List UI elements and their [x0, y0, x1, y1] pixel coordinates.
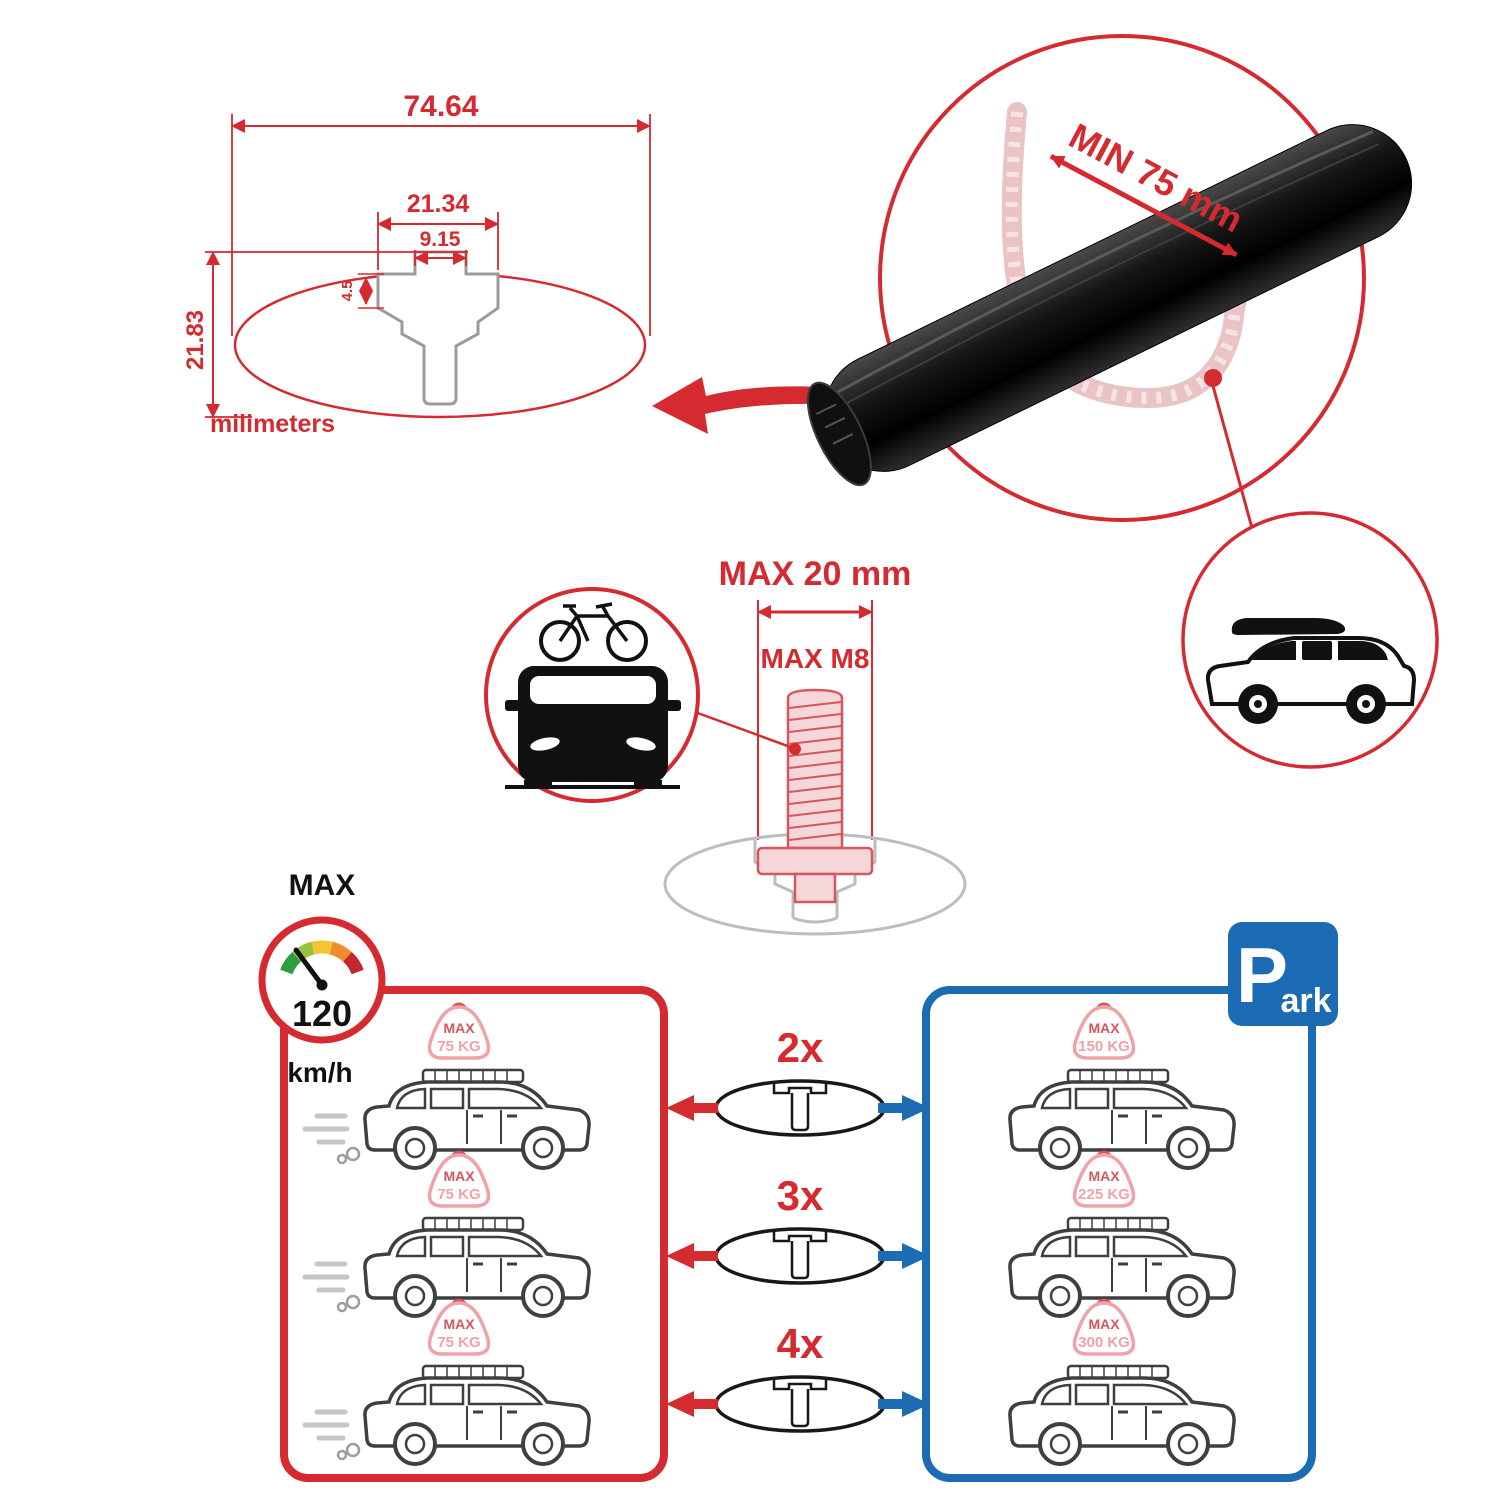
clamp-bolt-dot	[1204, 369, 1222, 387]
speed-limit-gauge: MAX 120 km/h	[258, 869, 386, 1088]
multiplier-row-3: 4x	[666, 1320, 930, 1433]
dim-total-width: 74.64	[403, 90, 478, 123]
arrow-left-red	[666, 1391, 718, 1417]
driving-car-row-3: MAX 75 KG	[305, 1298, 592, 1466]
load-tag-max: MAX	[1088, 1168, 1120, 1184]
crossbar-profile-shape	[376, 250, 500, 406]
gauge-needle	[293, 947, 325, 988]
load-tag-value: 300 KG	[1078, 1334, 1130, 1351]
bike-on-car-illustration	[505, 602, 681, 789]
parking-car-row-3: MAX 300 KG	[1007, 1298, 1237, 1466]
load-tag-value: 225 KG	[1078, 1186, 1130, 1203]
park-sign-letter: P	[1236, 931, 1288, 1019]
arrow-right-blue	[878, 1243, 930, 1269]
dim-slot-outer: 21.34	[407, 190, 470, 218]
multiplier-label: 3x	[777, 1172, 824, 1219]
load-tag-value: 75 KG	[437, 1038, 480, 1055]
unit-label: milimeters	[210, 410, 335, 438]
load-tag-value: 75 KG	[437, 1334, 480, 1351]
speed-limit-title: MAX	[289, 869, 356, 902]
load-tag-max: MAX	[1088, 1020, 1120, 1036]
load-tag-max: MAX	[443, 1316, 475, 1332]
parking-car-row-2: MAX 225 KG	[1007, 1150, 1237, 1318]
speed-limit-unit: km/h	[287, 1057, 352, 1088]
arrow-left-red	[666, 1095, 718, 1121]
arrow-right-blue	[878, 1095, 930, 1121]
driving-panel	[280, 986, 668, 1482]
multiplier-label: 2x	[777, 1024, 824, 1071]
parking-car-row-1: MAX 150 KG	[1007, 1002, 1237, 1170]
crossbar-inset: MIN 75 mm	[806, 34, 1413, 529]
load-tag-value: 75 KG	[437, 1186, 480, 1203]
dim-lip-depth: 4.5	[339, 281, 356, 302]
driving-car-row-2: MAX 75 KG	[305, 1150, 592, 1318]
park-sign-rest: ark	[1280, 982, 1331, 1020]
load-tag-value: 150 KG	[1078, 1038, 1130, 1055]
multiplier-row-2: 3x	[666, 1172, 930, 1285]
max-thread-label: MAX M8	[761, 643, 870, 674]
parking-panel: P ark	[922, 922, 1338, 1482]
load-tag-max: MAX	[443, 1168, 475, 1184]
technical-drawing: 74.64 21.34 9.15 21.83 4.5 milimeters	[182, 90, 862, 438]
load-tag-max: MAX	[443, 1020, 475, 1036]
t-bolt	[756, 688, 874, 904]
cargo-box-car-inset	[1181, 511, 1439, 769]
load-tag-max: MAX	[1088, 1316, 1120, 1332]
roof-box	[1231, 618, 1346, 635]
arrow-right-blue	[878, 1391, 930, 1417]
crossbar-render	[806, 124, 1413, 487]
arrow-left-red	[666, 1243, 718, 1269]
bolt-diagram: MAX 20 mm MAX M8	[663, 555, 967, 936]
suv-illustration	[1205, 618, 1417, 724]
driving-car-row-1: MAX 75 KG	[305, 1002, 592, 1170]
dim-slot-inner: 9.15	[420, 228, 461, 251]
multiplier-label: 4x	[777, 1320, 824, 1367]
park-sign: P ark	[1228, 922, 1338, 1026]
speed-limit-value: 120	[292, 993, 352, 1034]
dim-total-height: 21.83	[182, 310, 209, 370]
max-length-label: MAX 20 mm	[719, 555, 912, 593]
multiplier-row-1: 2x	[666, 1024, 930, 1137]
bike-car-inset	[484, 587, 700, 803]
